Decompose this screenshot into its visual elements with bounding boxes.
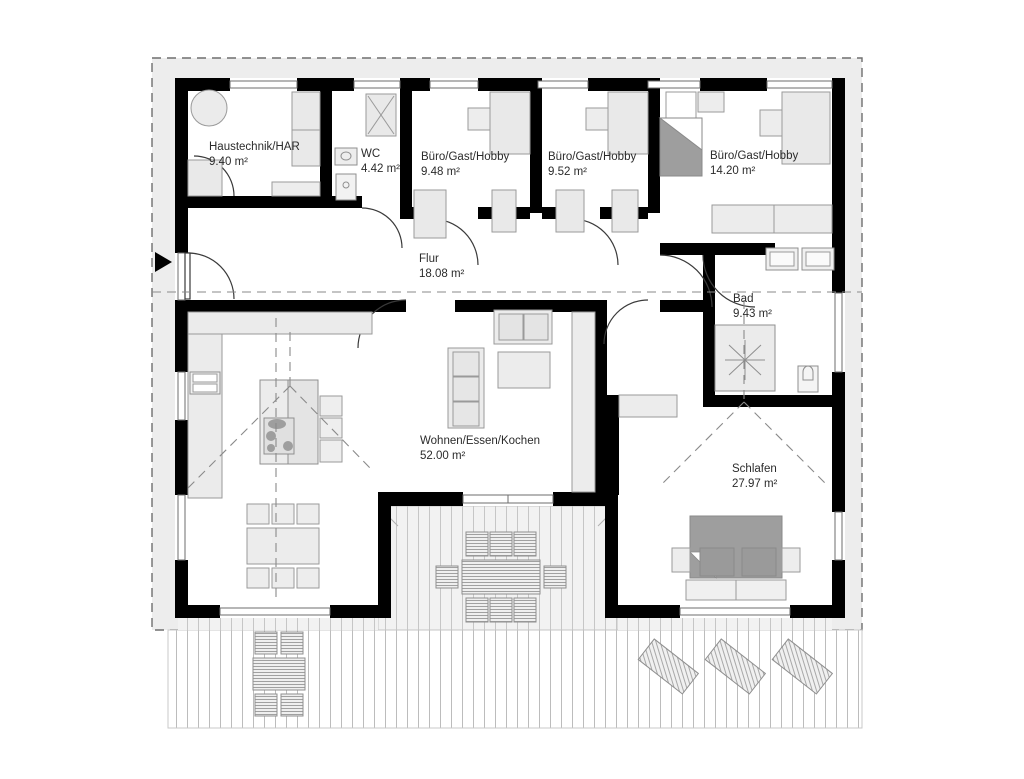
furniture-wc <box>334 93 397 201</box>
room-label-wohnen: Wohnen/Essen/Kochen 52.00 m² <box>420 434 540 464</box>
entrance-door <box>184 252 235 300</box>
room-label-flur: Flur 18.08 m² <box>419 252 464 282</box>
room-area: 9.48 m² <box>421 166 460 178</box>
room-name: Wohnen/Essen/Kochen <box>420 435 540 447</box>
furniture-buero-2 <box>555 91 649 233</box>
furniture-living <box>447 309 596 493</box>
sun-loungers <box>637 638 834 695</box>
room-area: 27.97 m² <box>732 478 778 490</box>
room-area: 9.52 m² <box>548 166 587 178</box>
room-name: Büro/Gast/Hobby <box>548 151 637 163</box>
room-name: Bad <box>733 293 754 305</box>
room-area: 9.43 m² <box>733 308 772 320</box>
room-label-buero-3: Büro/Gast/Hobby 14.20 m² <box>710 149 798 179</box>
room-label-schlafen: Schlafen 27.97 m² <box>732 462 777 492</box>
room-area: 4.42 m² <box>361 163 400 175</box>
furniture-buero-3 <box>658 91 833 234</box>
room-name: Flur <box>419 253 439 265</box>
furniture-buero-1 <box>413 91 531 239</box>
furniture-bad <box>714 247 835 393</box>
room-area: 9.40 m² <box>209 156 248 168</box>
room-label-haustechnik: Haustechnik/HAR 9.40 m² <box>209 140 300 170</box>
room-area: 18.08 m² <box>419 268 465 280</box>
furniture-haustechnik <box>187 89 321 197</box>
room-name: Büro/Gast/Hobby <box>421 151 510 163</box>
room-label-bad: Bad 9.43 m² <box>733 292 772 322</box>
garden-dining-set <box>252 631 306 717</box>
building-interior <box>175 78 845 618</box>
room-name: Schlafen <box>732 463 777 475</box>
room-area: 14.20 m² <box>710 165 756 177</box>
room-label-buero-1: Büro/Gast/Hobby 9.48 m² <box>421 150 509 180</box>
roof-hip-lines <box>152 291 862 600</box>
room-label-wc: WC 4.42 m² <box>361 147 400 177</box>
outdoor-dining-set <box>435 531 567 623</box>
room-name: WC <box>361 148 381 160</box>
room-name: Haustechnik/HAR <box>209 141 300 153</box>
furniture-bedroom <box>618 394 801 601</box>
room-label-buero-2: Büro/Gast/Hobby 9.52 m² <box>548 150 636 180</box>
entrance-arrow <box>155 252 172 272</box>
furniture-kitchen <box>187 311 373 499</box>
room-area: 52.00 m² <box>420 450 466 462</box>
room-name: Büro/Gast/Hobby <box>710 150 799 162</box>
furniture-indoor-dining <box>246 503 320 589</box>
windows <box>177 80 843 616</box>
